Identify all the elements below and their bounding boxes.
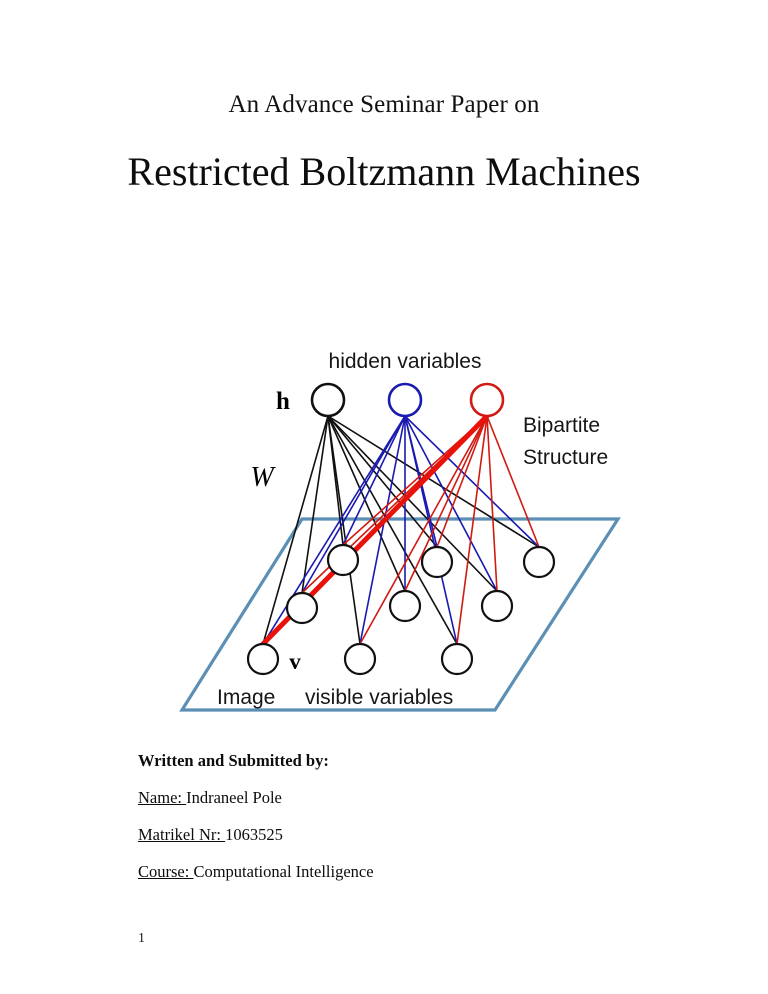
course-label: Course: (138, 862, 194, 881)
weight-matrix-label: W (250, 462, 276, 493)
edges-hidden-2 (262, 415, 540, 645)
hidden-variables-label: hidden variables (329, 350, 482, 373)
hidden-node-red (469, 382, 505, 418)
visible-node (420, 545, 454, 579)
visible-layer-plane (179, 517, 621, 712)
matrikel-nr-label: Matrikel Nr: (138, 825, 226, 844)
matrikel-nr-value: 1063525 (225, 825, 283, 844)
visible-node (522, 545, 556, 579)
submitted-by-heading: Written and Submitted by: (138, 751, 329, 770)
title-block: An Advance Seminar Paper on Restricted B… (0, 88, 768, 200)
paper-subtitle: An Advance Seminar Paper on (228, 91, 540, 118)
visible-node (388, 589, 422, 623)
matrikel-nr-row: Matrikel Nr: 1063525 (138, 824, 658, 845)
visible-node (440, 642, 474, 676)
image-label: Image (217, 686, 275, 709)
visible-node (480, 589, 514, 623)
hidden-node-blue (387, 382, 423, 418)
visible-node (343, 642, 377, 676)
course-row: Course: Computational Intelligence (138, 861, 658, 882)
visible-vector-label: v (289, 649, 301, 674)
visible-nodes (246, 543, 556, 676)
hidden-vector-label: h (276, 388, 290, 415)
page-number: 1 (138, 931, 145, 946)
visible-node (326, 543, 360, 577)
bipartite-structure-label-line1: Bipartite (523, 414, 600, 437)
author-name-row: Name: Indraneel Pole (138, 787, 658, 808)
page-title: Restricted Boltzmann Machines (127, 149, 641, 194)
rbm-diagram: hidden variables h W Bipartite Structure… (150, 336, 650, 726)
visible-variables-label: visible variables (305, 686, 453, 709)
hidden-node-black (310, 382, 346, 418)
visible-node (246, 642, 280, 676)
edges-hidden-1 (262, 415, 540, 645)
author-name-label: Name: (138, 788, 187, 807)
rbm-diagram-svg: hidden variables h W Bipartite Structure… (179, 350, 621, 712)
course-value: Computational Intelligence (193, 862, 374, 881)
author-meta-block: Written and Submitted by: Name: Indranee… (138, 750, 658, 898)
bipartite-structure-label-line2: Structure (523, 446, 608, 469)
author-name-value: Indraneel Pole (186, 788, 282, 807)
visible-node (285, 591, 319, 625)
